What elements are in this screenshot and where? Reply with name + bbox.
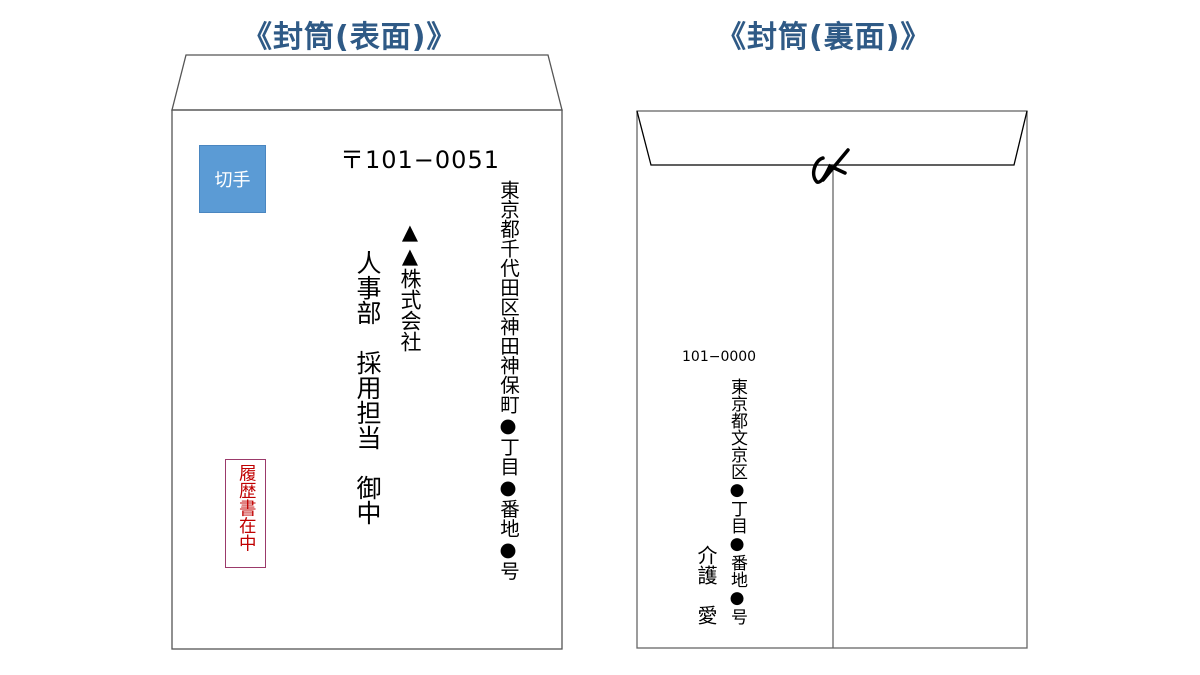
front-company: ▲▲株式会社 <box>398 220 422 352</box>
stamp-label: 切手 <box>214 170 251 191</box>
back-flap <box>636 110 1028 166</box>
front-recipient: 人事部 採用担当 御中 <box>353 250 382 525</box>
front-flap <box>171 54 563 111</box>
back-sender-name: 介護 愛 <box>694 545 718 625</box>
back-body <box>636 110 1028 649</box>
enclosure-mark: 履歴書在中 <box>236 464 257 552</box>
back-address: 東京都文京区●丁目●番地●号 <box>727 378 747 625</box>
back-title: 《封筒(裏面)》 <box>716 20 932 55</box>
stamp: 切手 <box>199 145 266 213</box>
front-address: 東京都千代田区神田神保町●丁目●番地●号 <box>496 180 520 581</box>
seal-mark-icon <box>811 148 850 184</box>
front-envelope <box>171 54 563 650</box>
enclosure-mark-box: 履歴書在中 <box>225 459 266 568</box>
back-postal-code: 101−0000 <box>682 349 757 365</box>
front-postal-code: 〒101−0051 <box>340 146 500 174</box>
back-envelope <box>636 110 1028 649</box>
front-body <box>171 109 563 650</box>
front-title: 《封筒(表面)》 <box>242 20 458 55</box>
